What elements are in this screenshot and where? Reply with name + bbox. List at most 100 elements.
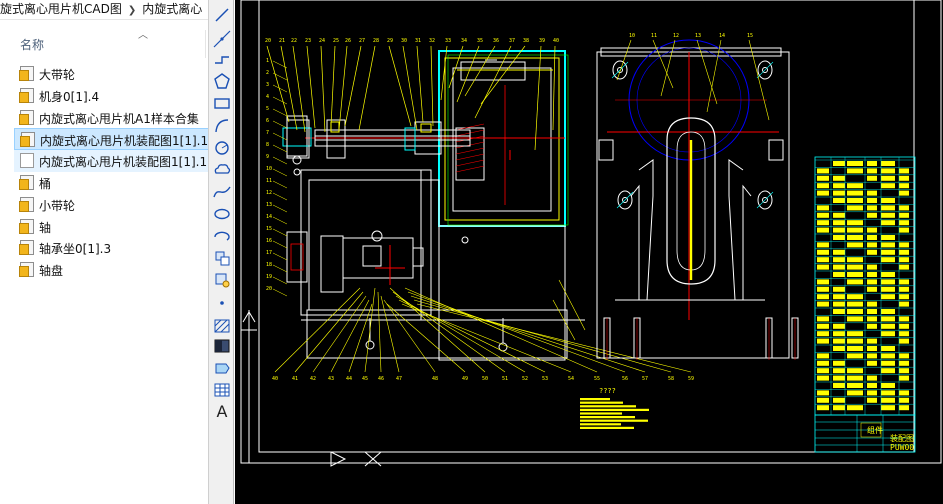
draw-toolbar: A (208, 0, 234, 504)
svg-text:26: 26 (345, 38, 351, 44)
svg-text:24: 24 (319, 38, 325, 44)
region-icon[interactable] (212, 358, 232, 378)
svg-text:48: 48 (432, 376, 438, 382)
construction-line-icon[interactable] (212, 29, 232, 49)
file-list-item[interactable]: 大带轮 (14, 63, 210, 85)
svg-text:49: 49 (462, 376, 468, 382)
svg-text:13: 13 (266, 202, 272, 208)
column-header: ︿ 名称 (0, 26, 208, 60)
file-list: 大带轮机身0[1].4 内旋式离心甩片机A1样本合集内旋式离心甩片机装配图1[1]… (14, 63, 210, 281)
svg-text:51: 51 (502, 376, 508, 382)
revision-cloud-icon[interactable] (212, 160, 232, 180)
svg-text:15: 15 (266, 226, 272, 232)
file-name: 内旋式离心甩片机装配图1[1].1. (39, 155, 210, 170)
file-list-item[interactable]: 机身0[1].4 (14, 85, 210, 107)
file-list-item[interactable]: 小带轮 (14, 194, 210, 216)
svg-text:38: 38 (523, 38, 529, 44)
file-explorer-pane: 旋式离心甩片机CAD图 ❯ 内旋式离心 ︿ 名称 大带轮机身0[1].4 内旋式离心甩… (0, 0, 210, 504)
svg-text:16: 16 (266, 238, 272, 244)
svg-text:30: 30 (401, 38, 407, 44)
dwg-file-icon (19, 240, 34, 256)
svg-text:28: 28 (373, 38, 379, 44)
breadcrumb-item-folder[interactable]: 旋式离心甩片机CAD图 (0, 2, 122, 16)
circle-icon[interactable] (212, 138, 232, 158)
svg-text:5: 5 (266, 106, 269, 112)
table-icon[interactable] (212, 380, 232, 400)
svg-text:42: 42 (310, 376, 316, 382)
multiline-text-icon[interactable]: A (216, 401, 228, 421)
svg-text:45: 45 (362, 376, 368, 382)
title-block-drawing-type: 装配图 (890, 434, 914, 443)
file-list-item[interactable]: 轴盘 (14, 259, 210, 281)
svg-text:7: 7 (266, 130, 269, 136)
breadcrumb: 旋式离心甩片机CAD图 ❯ 内旋式离心 (0, 0, 208, 20)
file-name: 轴承坐0[1].3 (39, 242, 112, 257)
sort-chevron-icon[interactable]: ︿ (138, 30, 148, 41)
line-icon[interactable] (212, 5, 232, 25)
file-list-item[interactable]: 内旋式离心甩片机装配图1[1].1. (14, 150, 210, 172)
gradient-icon[interactable] (212, 336, 232, 356)
dwg-file-icon (20, 132, 35, 148)
svg-text:27: 27 (359, 38, 365, 44)
svg-text:53: 53 (542, 376, 548, 382)
ellipse-arc-icon[interactable] (212, 226, 232, 246)
point-icon[interactable] (212, 293, 232, 313)
svg-text:15: 15 (747, 33, 753, 39)
svg-text:3: 3 (266, 82, 269, 88)
file-list-item[interactable]: 桶 (14, 172, 210, 194)
make-block-icon[interactable] (212, 270, 232, 290)
svg-text:54: 54 (568, 376, 574, 382)
svg-text:58: 58 (668, 376, 674, 382)
hatch-icon[interactable] (212, 316, 232, 336)
svg-text:40: 40 (553, 38, 559, 44)
svg-text:2: 2 (266, 70, 269, 76)
svg-text:21: 21 (279, 38, 285, 44)
file-list-item[interactable]: 轴 (14, 216, 210, 238)
file-name: 桶 (39, 176, 52, 191)
file-list-item[interactable]: 内旋式离心甩片机A1样本合集 (14, 107, 210, 129)
svg-text:19: 19 (266, 274, 272, 280)
column-header-name[interactable]: 名称 (20, 38, 45, 52)
polygon-icon[interactable] (212, 71, 232, 91)
arc-icon[interactable] (212, 116, 232, 136)
title-block-component: 组件 (867, 426, 883, 435)
svg-text:14: 14 (266, 214, 272, 220)
svg-text:31: 31 (415, 38, 421, 44)
svg-text:59: 59 (688, 376, 694, 382)
svg-text:56: 56 (622, 376, 628, 382)
rectangle-icon[interactable] (212, 93, 232, 113)
svg-text:40: 40 (272, 376, 278, 382)
svg-text:44: 44 (346, 376, 352, 382)
file-list-item[interactable]: 轴承坐0[1].3 (14, 237, 210, 259)
breadcrumb-item-current[interactable]: 内旋式离心 (142, 2, 203, 16)
svg-text:43: 43 (328, 376, 334, 382)
document-file-icon (20, 153, 34, 169)
file-name: 内旋式离心甩片机A1样本合集 (39, 111, 199, 126)
file-name: 内旋式离心甩片机装配图1[1].1 (40, 134, 209, 149)
svg-text:13: 13 (695, 33, 701, 39)
svg-text:9: 9 (266, 154, 269, 160)
svg-text:25: 25 (333, 38, 339, 44)
file-list-item[interactable]: 内旋式离心甩片机装配图1[1].1 (14, 128, 210, 151)
ellipse-icon[interactable] (212, 204, 232, 224)
svg-text:12: 12 (673, 33, 679, 39)
file-name: 小带轮 (39, 198, 76, 213)
svg-text:20: 20 (266, 286, 272, 292)
svg-text:47: 47 (396, 376, 402, 382)
dwg-file-icon (19, 174, 34, 190)
svg-text:17: 17 (266, 250, 272, 256)
spline-icon[interactable] (212, 182, 232, 202)
title-block-drawing-code: PUW00 (890, 443, 915, 452)
drawing-note-heading: ???? (599, 387, 616, 395)
svg-text:57: 57 (642, 376, 648, 382)
insert-block-icon[interactable] (212, 248, 232, 268)
file-name: 轴 (39, 220, 52, 235)
column-divider[interactable] (205, 30, 206, 58)
polyline-icon[interactable] (212, 50, 232, 70)
breadcrumb-separator-icon[interactable]: ❯ (127, 5, 137, 16)
svg-text:52: 52 (522, 376, 528, 382)
svg-text:22: 22 (291, 38, 297, 44)
